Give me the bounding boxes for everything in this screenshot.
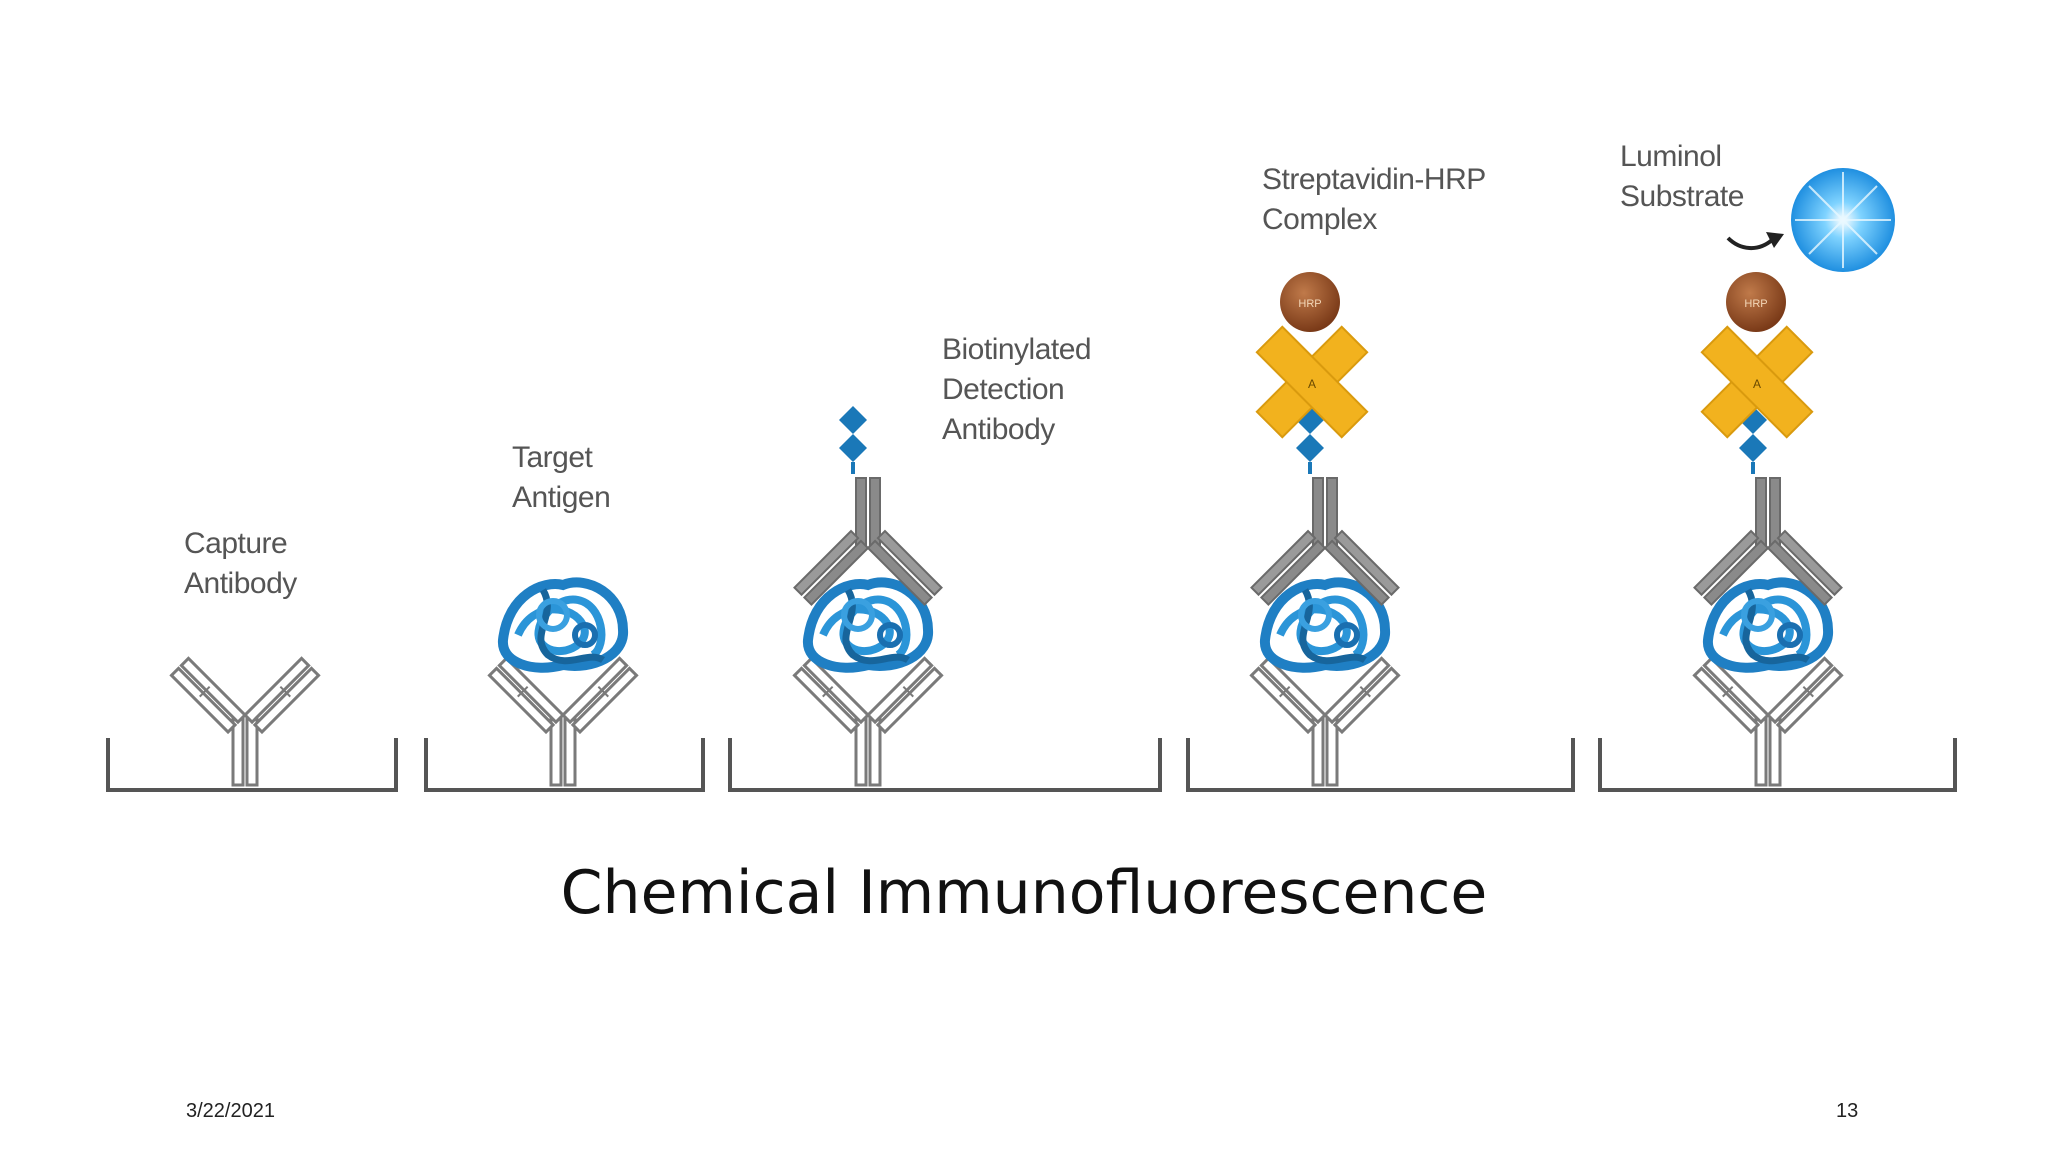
well-3 — [728, 738, 1162, 792]
capture-antibody-4 — [1249, 656, 1401, 787]
svg-text:A: A — [1753, 377, 1761, 391]
capture-antibody-3 — [792, 656, 944, 787]
svg-text:A: A — [1308, 377, 1316, 391]
well-2 — [424, 738, 705, 792]
target-antigen-4 — [1265, 582, 1385, 667]
arrow-icon — [1726, 236, 1774, 250]
label-luminol-substrate: Luminol Substrate — [1620, 140, 1744, 213]
hrp-enzyme-5: HRP — [1726, 272, 1786, 332]
target-antigen-3 — [808, 582, 928, 667]
slide-number: 13 — [1836, 1100, 1859, 1122]
label-biotinylated-detection-antibody: Biotinylated Detection Antibody — [942, 333, 1092, 446]
streptavidin-4: A — [1255, 325, 1369, 439]
well-4 — [1186, 738, 1575, 792]
capture-antibody-5 — [1692, 656, 1844, 787]
capture-antibody-1 — [169, 656, 321, 787]
target-antigen-2 — [503, 582, 623, 667]
label-streptavidin-hrp-complex: Streptavidin-HRP Complex — [1262, 163, 1486, 236]
hrp-enzyme-4: HRP — [1280, 272, 1340, 332]
luminol-glow-icon — [1791, 168, 1895, 272]
arrowhead-icon — [1766, 232, 1784, 248]
streptavidin-5: A — [1700, 325, 1814, 439]
svg-text:HRP: HRP — [1744, 298, 1767, 310]
label-target-antigen: Target Antigen — [512, 441, 611, 514]
label-capture-antibody: Capture Antibody — [184, 527, 297, 600]
biotin-tag-3 — [837, 404, 869, 476]
slide-title: Chemical Immunofluorescence — [560, 858, 1488, 928]
well-5 — [1598, 738, 1957, 792]
capture-antibody-2 — [487, 656, 639, 787]
well-1 — [106, 738, 398, 792]
target-antigen-5 — [1708, 582, 1828, 667]
svg-text:HRP: HRP — [1298, 298, 1321, 310]
slide-date: 3/22/2021 — [186, 1100, 275, 1122]
